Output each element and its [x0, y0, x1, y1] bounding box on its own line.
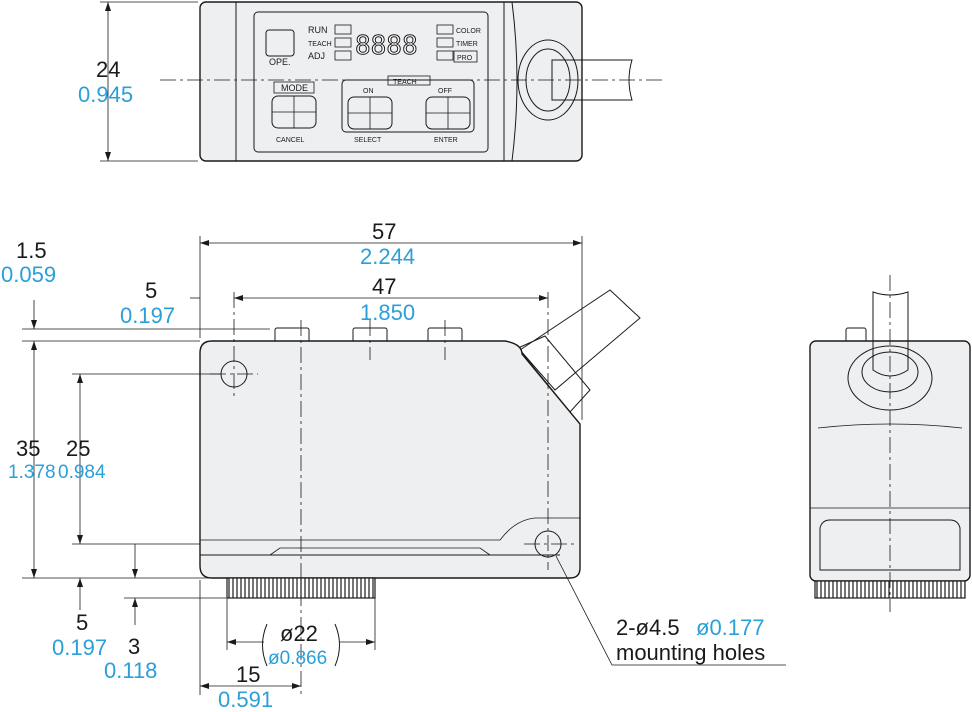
dim-hole-pitch-inch: 1.850 — [360, 300, 415, 325]
dim-knurl-diameter-inch: ø0.866 — [268, 648, 327, 669]
teach-label: TEACH — [393, 79, 417, 86]
dim-mounting-holes-inch: ø0.177 — [696, 615, 765, 640]
cancel-label: CANCEL — [276, 137, 305, 144]
run-label: RUN — [308, 25, 328, 35]
dim-knurl-offset-inch: 0.118 — [104, 658, 157, 683]
on-label: ON — [363, 88, 374, 95]
teach-indicator-label: TEACH — [308, 41, 332, 48]
off-label: OFF — [438, 88, 452, 95]
top-body — [199, 1, 583, 162]
dim-hole-vertical-mm: 25 — [66, 436, 90, 461]
color-label: COLOR — [456, 28, 481, 35]
select-label: SELECT — [354, 137, 382, 144]
dim-knurl-position-mm: 15 — [236, 662, 260, 687]
dim-body-height-mm: 35 — [16, 436, 40, 461]
mounting-holes-note: mounting holes — [616, 640, 765, 665]
timer-label: TIMER — [456, 41, 478, 48]
pro-label: PRO — [457, 55, 473, 62]
dim-knurl-offset-mm: 3 — [128, 634, 140, 659]
side-view — [22, 236, 786, 695]
ope-indicator — [265, 29, 295, 57]
dim-knurl-position-inch: 0.591 — [218, 687, 273, 712]
top-view: OPE. RUN TEACH ADJ 8888 COLOR TIMER PRO … — [100, 1, 665, 162]
ope-label: OPE. — [269, 57, 291, 67]
dim-hole-offset-mm: 5 — [145, 278, 157, 303]
dim-hole-pitch-mm: 47 — [372, 274, 396, 299]
adj-label: ADJ — [308, 51, 325, 61]
end-cable — [872, 291, 909, 377]
mode-label: MODE — [281, 83, 308, 93]
dim-body-height-inch: 1.378 — [8, 462, 56, 483]
seven-segment-display: 8888 — [355, 31, 418, 61]
dim-mounting-holes-mm: 2-ø4.5 — [616, 615, 680, 640]
end-view — [809, 275, 971, 612]
side-body — [199, 340, 581, 579]
dim-hole-vertical-inch: 0.984 — [58, 462, 106, 483]
dim-height-top-inch: 0.945 — [78, 82, 133, 107]
dim-top-offset-inch: 0.059 — [1, 262, 56, 287]
dim-total-width-mm: 57 — [372, 219, 396, 244]
enter-label: ENTER — [434, 137, 458, 144]
dim-total-width-inch: 2.244 — [360, 244, 415, 269]
dim-top-offset-mm: 1.5 — [16, 238, 47, 263]
dim-knurl-diameter-mm: ø22 — [280, 621, 318, 646]
dim-height-top-mm: 24 — [96, 57, 120, 82]
control-panel — [253, 11, 489, 153]
dim-bottom-offset-mm: 5 — [76, 610, 88, 635]
dim-bottom-offset-inch: 0.197 — [52, 635, 107, 660]
dim-hole-offset-inch: 0.197 — [120, 303, 175, 328]
cable — [551, 59, 633, 101]
